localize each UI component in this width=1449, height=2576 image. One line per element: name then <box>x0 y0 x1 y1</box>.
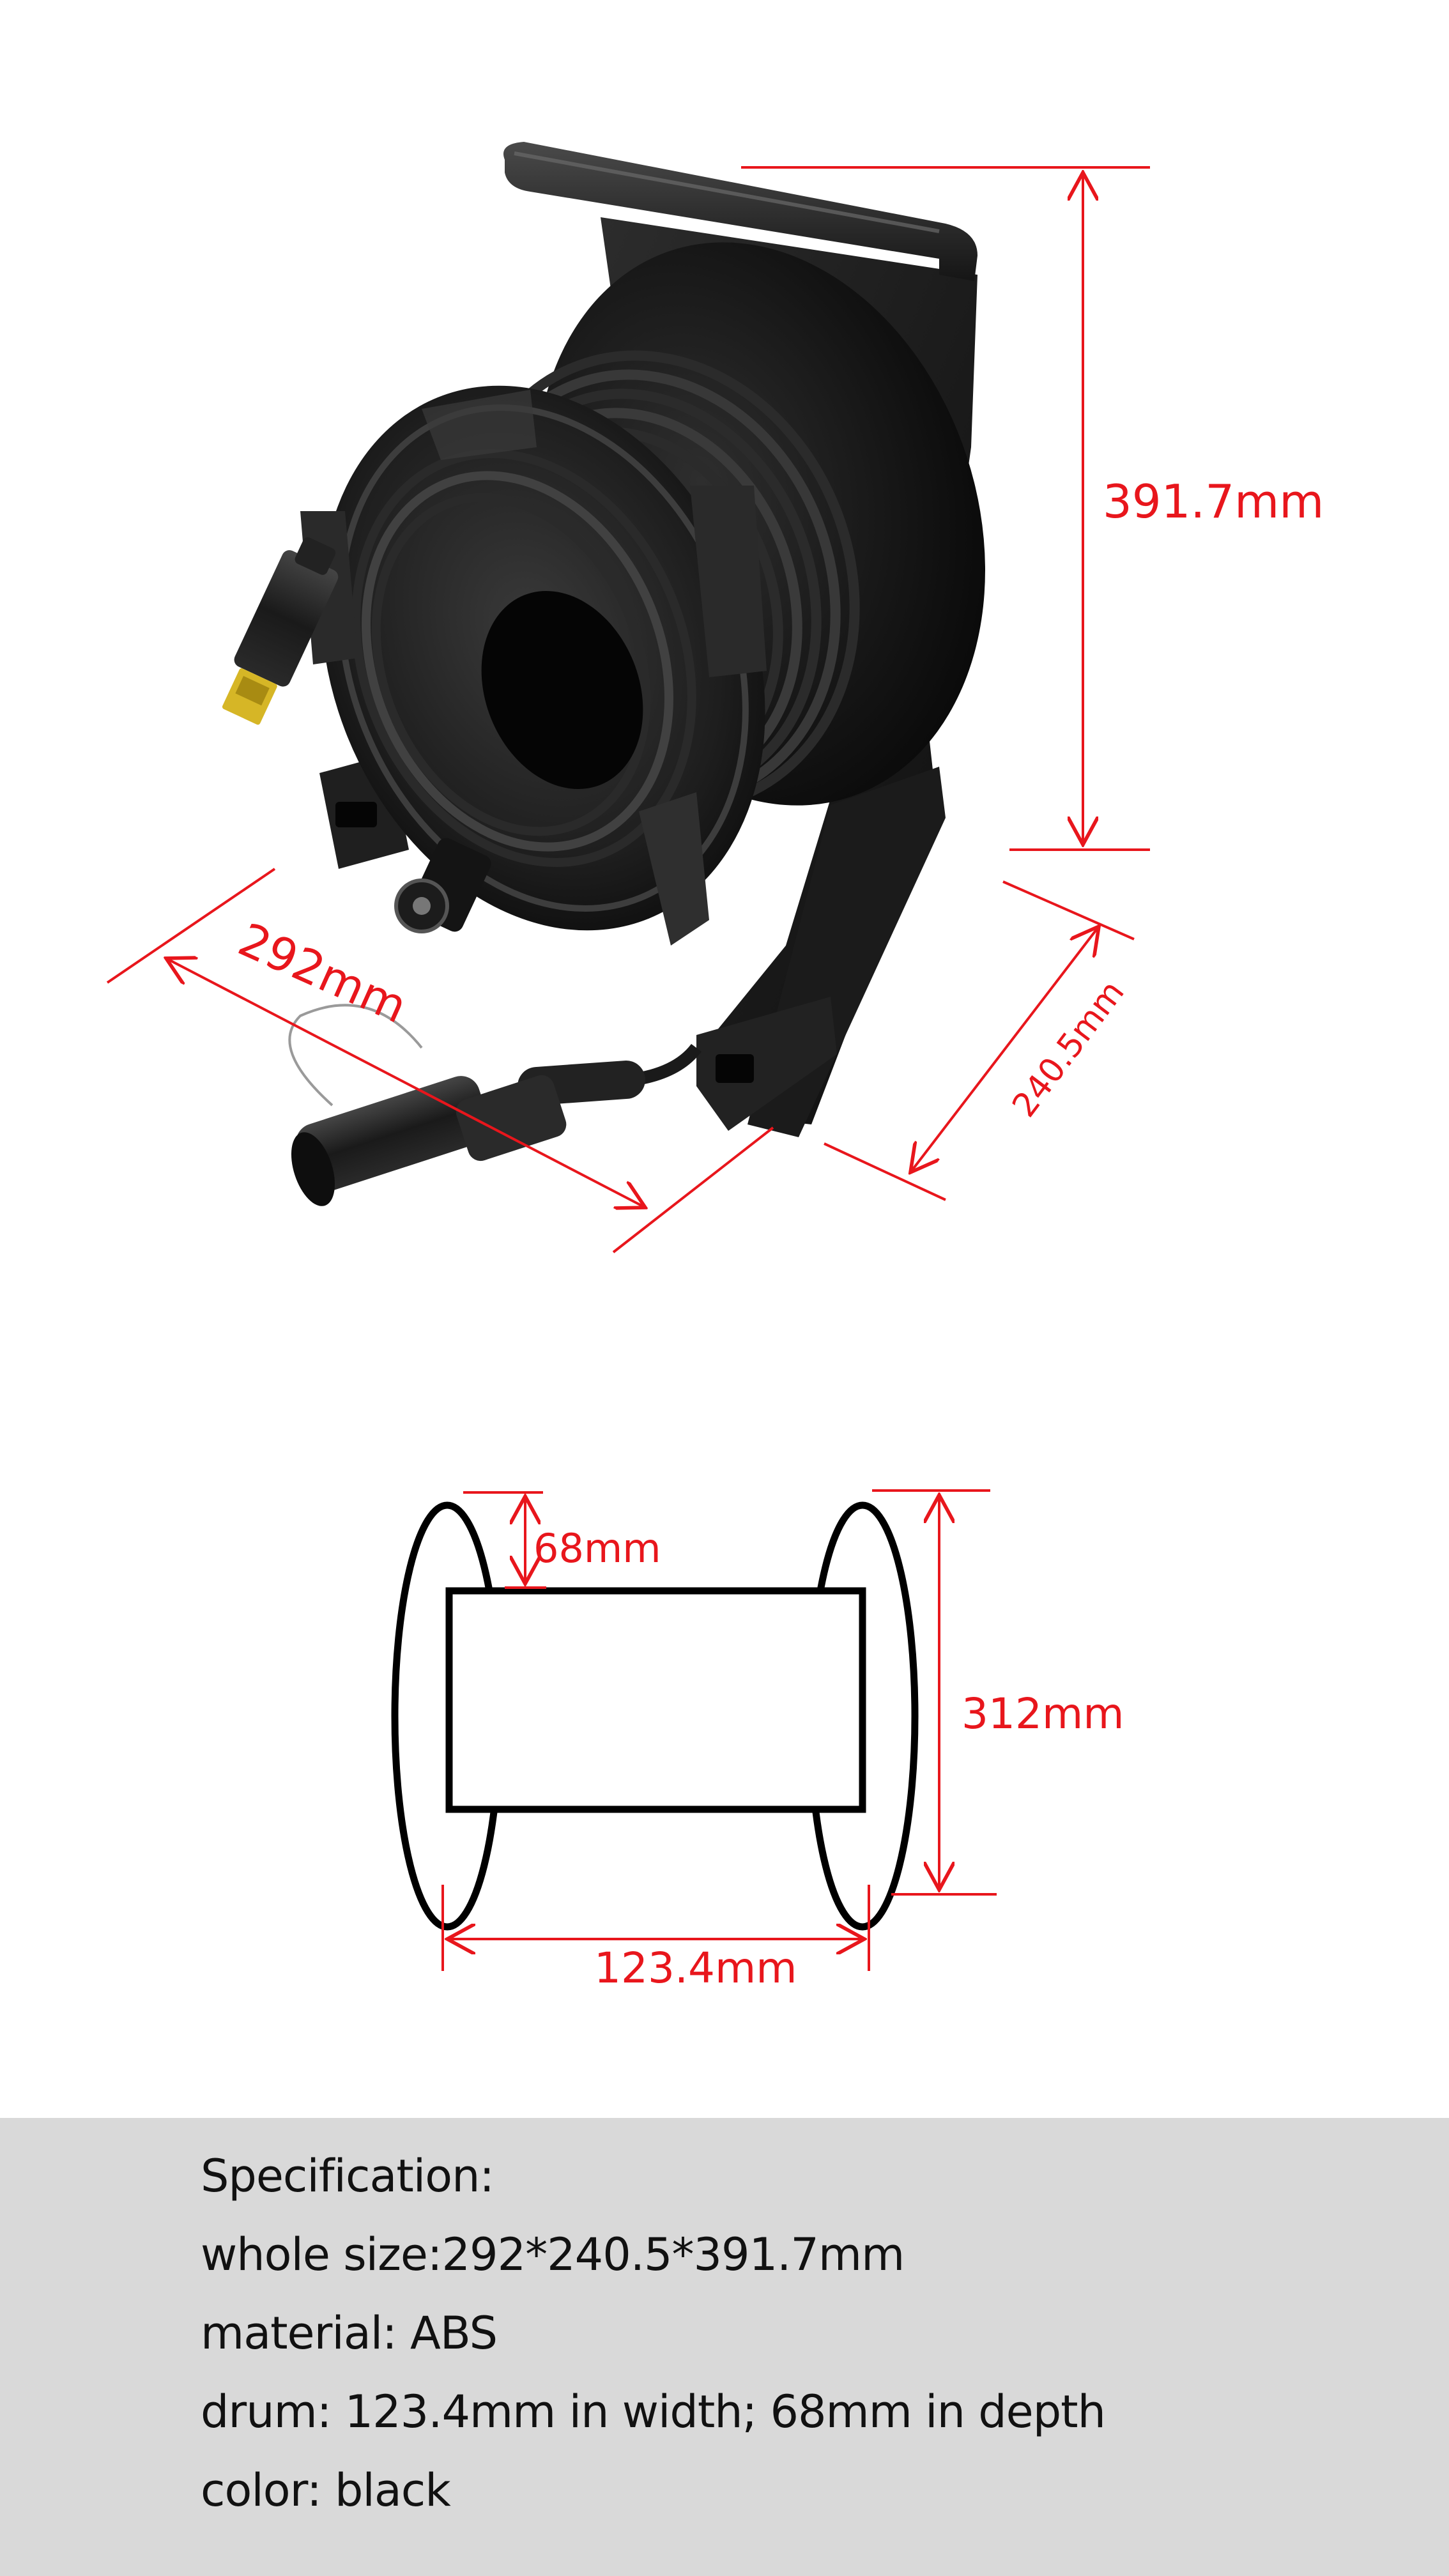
photo-dimension-lines <box>106 166 1150 1254</box>
depth-dimension-label: 240.5mm <box>1005 974 1131 1124</box>
spec-item-drum: drum: 123.4mm in width; 68mm in depth <box>201 2386 1106 2438</box>
specification-heading: Specification: <box>201 2150 494 2202</box>
spool-outline-drawing <box>391 1501 919 1931</box>
specification-panel: Specification: whole size:292*240.5*391.… <box>0 2118 1449 2576</box>
spec-item-color: color: black <box>201 2464 451 2517</box>
spool-diameter-label: 312mm <box>962 1689 1124 1738</box>
specification-list: Specification: whole size:292*240.5*391.… <box>201 2137 1106 2530</box>
spec-item-material: material: ABS <box>201 2307 498 2359</box>
reel-axle-knob <box>394 838 491 933</box>
drum-hub <box>481 590 643 790</box>
carry-handle <box>503 142 977 281</box>
spool-dimension-lines <box>441 1489 997 1971</box>
drum-outline <box>445 1587 866 1813</box>
width-dimension-label: 292mm <box>231 912 415 1034</box>
drum-depth-label: 68mm <box>533 1525 661 1572</box>
cable-reel-illustration <box>222 142 985 1206</box>
spec-item-whole-size: whole size:292*240.5*391.7mm <box>201 2228 905 2281</box>
hdmi-connector <box>222 537 339 725</box>
drum-width-label: 123.4mm <box>594 1943 797 1993</box>
output-cable-connector <box>288 1004 702 1206</box>
height-dimension-label: 391.7mm <box>1103 475 1324 528</box>
